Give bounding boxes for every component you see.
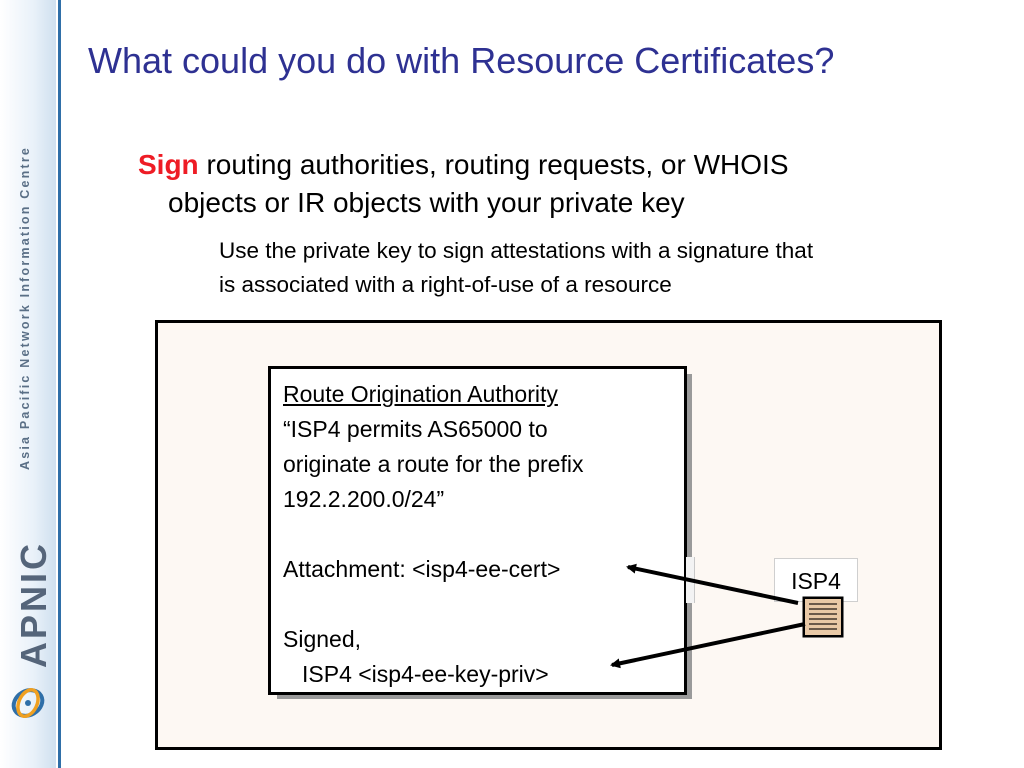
sub-bullet-line2: is associated with a right-of-use of a r… xyxy=(219,272,672,297)
main-bullet: Sign routing authorities, routing reques… xyxy=(138,146,968,222)
sidebar-rule xyxy=(58,0,61,768)
roa-signer: ISP4 <isp4-ee-key-priv> xyxy=(302,661,549,687)
roa-quote-line2: originate a route for the prefix xyxy=(283,451,584,477)
roa-blank-line xyxy=(283,587,583,622)
roa-blank-line xyxy=(283,517,583,552)
bullet-line2: objects or IR objects with your private … xyxy=(168,187,685,218)
private-key-icon xyxy=(802,596,844,638)
roa-heading: Route Origination Authority xyxy=(283,381,558,407)
roa-document-text: Route Origination Authority “ISP4 permit… xyxy=(283,377,583,692)
slide-title: What could you do with Resource Certific… xyxy=(88,40,835,81)
bullet-keyword: Sign xyxy=(138,149,199,180)
sidebar-brand: APNIC xyxy=(13,540,54,668)
sidebar-band xyxy=(0,0,56,768)
sidebar-org-name: Asia Pacific Network Information Centre xyxy=(18,145,32,470)
bullet-line1: routing authorities, routing requests, o… xyxy=(198,149,789,180)
roa-attachment: Attachment: <isp4-ee-cert> xyxy=(283,556,561,582)
sub-bullet: Use the private key to sign attestations… xyxy=(219,234,999,302)
apnic-logo-icon xyxy=(11,688,45,718)
sub-bullet-line1: Use the private key to sign attestations… xyxy=(219,238,814,263)
roa-quote-line3: 192.2.200.0/24” xyxy=(283,486,445,512)
roa-signed: Signed, xyxy=(283,626,362,652)
roa-quote-line1: “ISP4 permits AS65000 to xyxy=(283,416,548,442)
certificate-stub xyxy=(686,557,695,603)
